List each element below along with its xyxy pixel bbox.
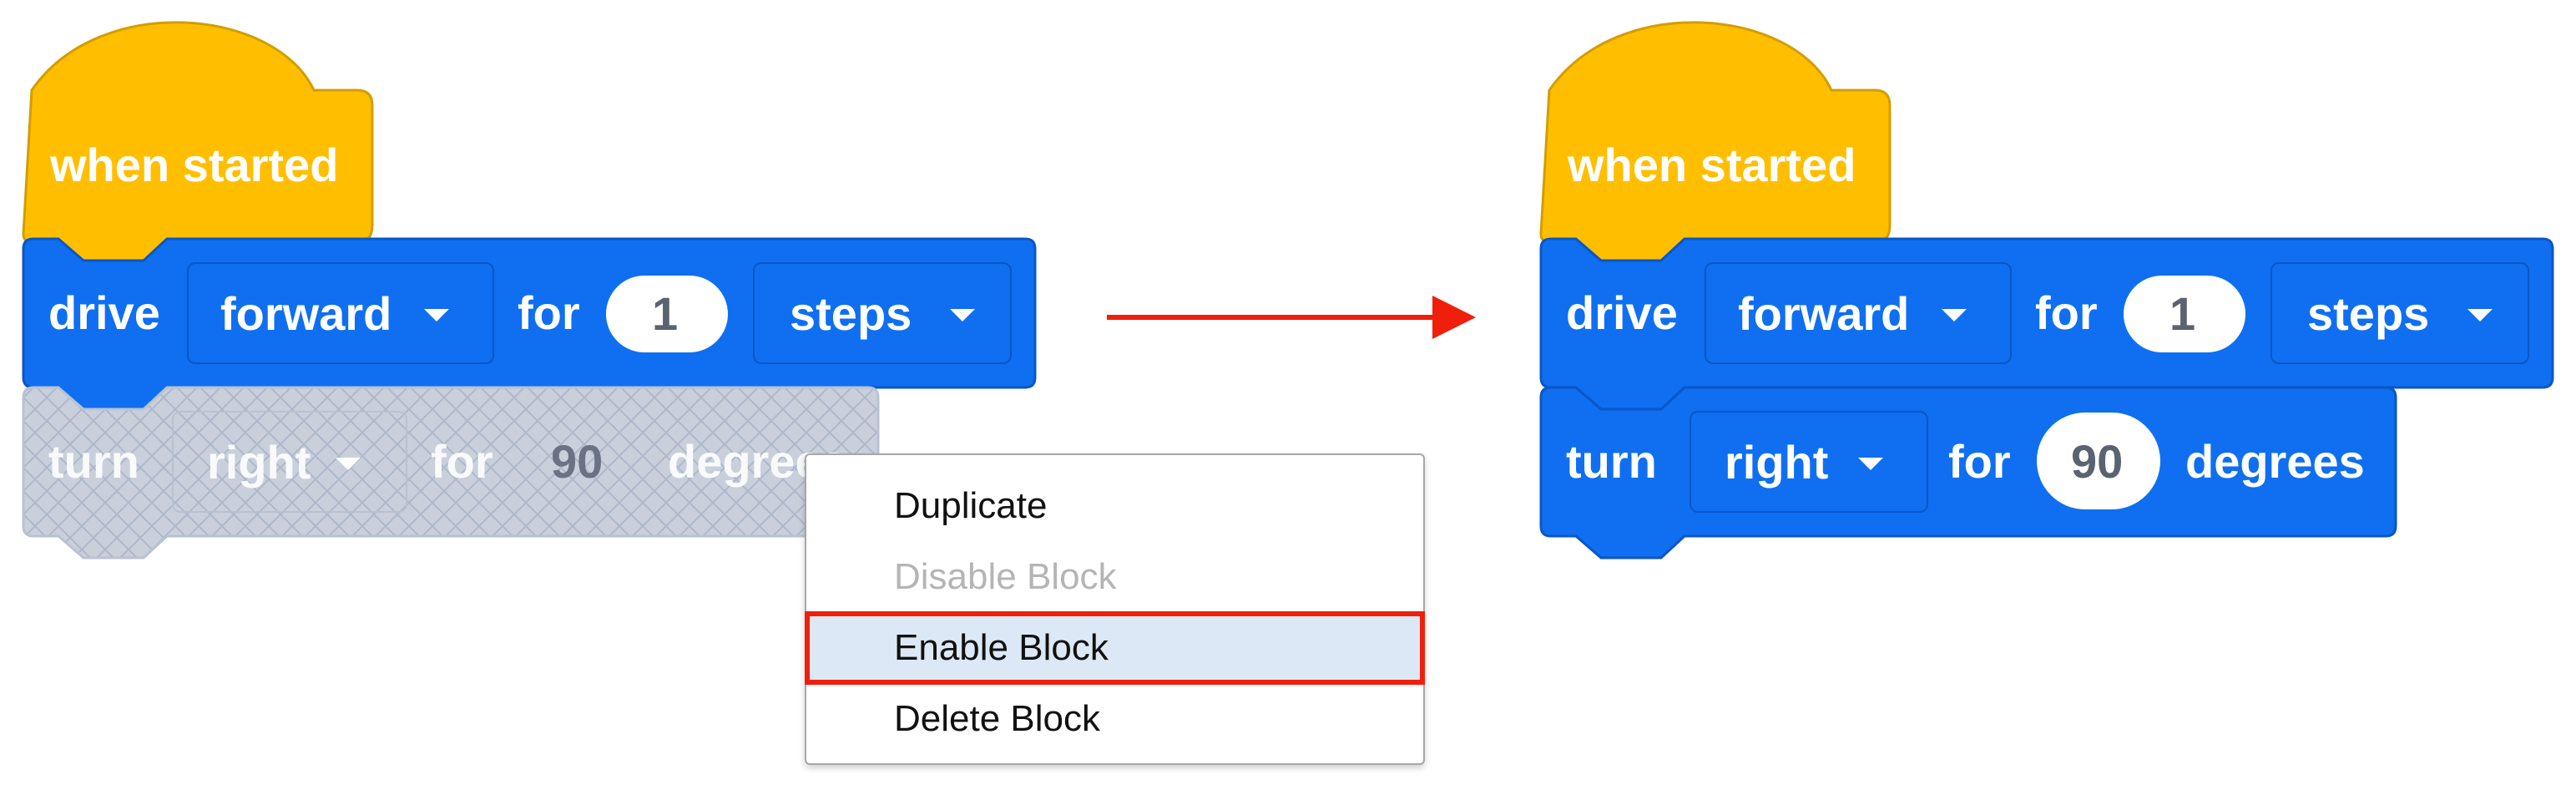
drive-verb-label: drive: [48, 286, 160, 339]
drive-verb-label: drive: [1566, 286, 1678, 339]
hat-block-label: when started: [1568, 139, 1856, 191]
menu-item-enable-block[interactable]: Enable Block: [805, 611, 1425, 685]
unit-dropdown-value: steps: [790, 287, 912, 340]
caret-down-icon: [1942, 309, 1967, 322]
drive-block-right[interactable]: [1539, 237, 2554, 411]
menu-item-disable-block[interactable]: Disable Block: [894, 556, 1117, 597]
turn-amount-value[interactable]: 90: [551, 435, 604, 488]
unit-dropdown[interactable]: steps: [2270, 262, 2529, 364]
turn-direction-dropdown[interactable]: right: [1690, 411, 1928, 513]
turn-amount-value: 90: [2071, 435, 2124, 488]
turn-verb-label: turn: [1566, 435, 1657, 488]
menu-item-duplicate[interactable]: Duplicate: [894, 485, 1048, 526]
for-label: for: [2035, 286, 2098, 339]
turn-direction-value: right: [1725, 436, 1829, 489]
unit-dropdown-value: steps: [2307, 287, 2430, 340]
turn-direction-dropdown[interactable]: right: [172, 411, 407, 513]
caret-down-icon: [1858, 458, 1883, 470]
amount-input[interactable]: 1: [606, 276, 728, 352]
caret-down-icon: [336, 458, 361, 470]
amount-value: 1: [2169, 287, 2196, 340]
turn-verb-label: turn: [48, 435, 139, 488]
unit-dropdown[interactable]: steps: [753, 262, 1012, 364]
amount-value: 1: [652, 287, 679, 340]
caret-down-icon: [2467, 309, 2493, 322]
direction-dropdown[interactable]: forward: [187, 262, 494, 364]
for-label: for: [518, 286, 580, 339]
caret-down-icon: [950, 309, 975, 322]
direction-dropdown[interactable]: forward: [1705, 262, 2012, 364]
right-arrow-icon: [1107, 296, 1476, 339]
drive-block-left[interactable]: [22, 237, 1037, 411]
amount-input[interactable]: 1: [2124, 276, 2245, 352]
menu-item-delete-block[interactable]: Delete Block: [894, 698, 1101, 739]
turn-block-right[interactable]: [1539, 386, 2397, 559]
caret-down-icon: [424, 309, 449, 322]
hat-block-label: when started: [50, 139, 339, 191]
direction-dropdown-value: forward: [220, 287, 392, 340]
turn-for-label: for: [1948, 435, 2011, 488]
turn-unit-label: degrees: [2185, 435, 2365, 488]
context-menu: Duplicate Disable Block Enable Block Del…: [805, 453, 1425, 765]
turn-amount-input[interactable]: 90: [2037, 413, 2160, 509]
turn-for-label: for: [431, 435, 493, 488]
direction-dropdown-value: forward: [1738, 287, 1910, 340]
turn-direction-value: right: [207, 436, 311, 489]
